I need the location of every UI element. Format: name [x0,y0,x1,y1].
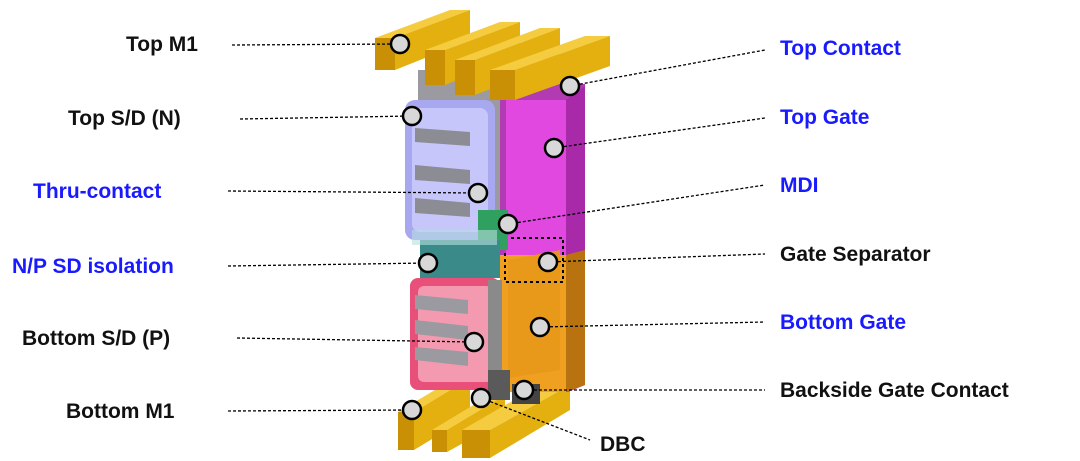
label-top-m1: Top M1 [126,33,198,56]
top-m1-lines [375,10,610,100]
label-np-sd-isolation: N/P SD isolation [12,255,174,278]
marker-thru-contact [467,182,489,204]
marker-bottom-gate [529,316,551,338]
label-gate-separator: Gate Separator [780,243,931,266]
gate-stack [500,84,585,392]
marker-dots [389,33,581,421]
label-mdi: MDI [780,174,819,197]
marker-gate-separator [537,251,559,273]
marker-np-sd-isolation [417,252,439,274]
leader-lines [227,43,766,441]
gate-separator-box [504,237,564,283]
label-dbc: DBC [600,433,646,456]
label-bottom-gate: Bottom Gate [780,311,906,334]
marker-top-m1 [389,33,411,55]
label-backside-gate-contact: Backside Gate Contact [780,379,1009,402]
marker-bottom-sd-p [463,331,485,353]
marker-mdi [497,213,519,235]
label-bottom-sd-p: Bottom S/D (P) [22,327,171,350]
marker-top-gate [543,137,565,159]
label-bottom-m1: Bottom M1 [66,400,175,423]
label-top-gate: Top Gate [780,106,870,129]
marker-top-contact [559,75,581,97]
label-top-sd-n: Top S/D (N) [68,107,181,130]
marker-top-sd-n [401,105,423,127]
marker-bottom-m1 [401,399,423,421]
marker-backside-gate-contact [513,379,535,401]
label-top-contact: Top Contact [780,37,901,60]
marker-dbc [470,387,492,409]
label-thru-contact: Thru-contact [33,180,162,203]
